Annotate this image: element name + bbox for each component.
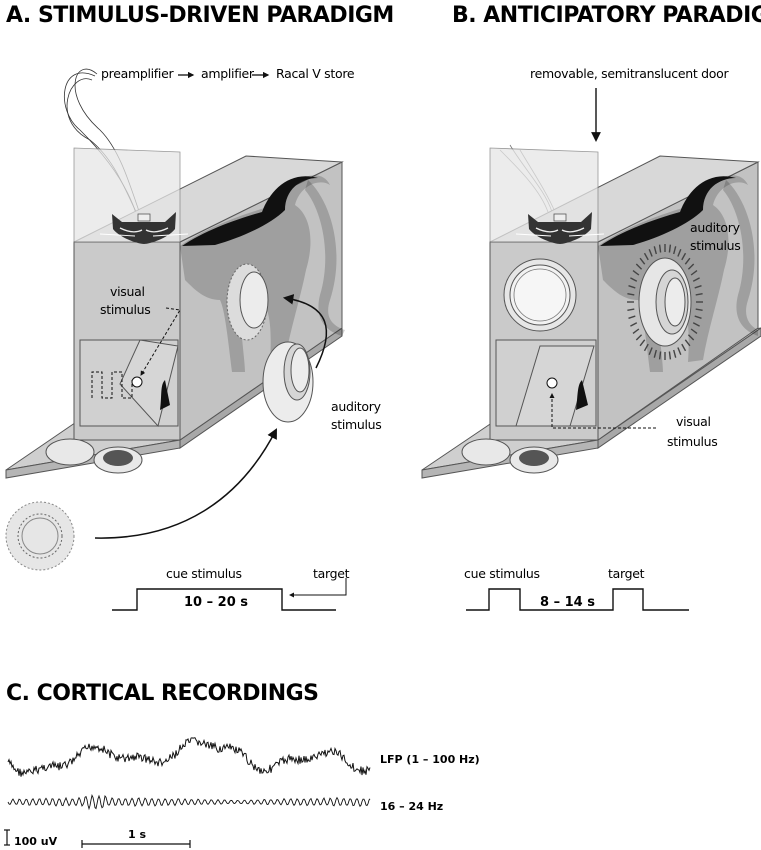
amplifier-label: amplifier: [201, 66, 255, 81]
amplitude-scale-label: 100 uV: [14, 835, 58, 848]
visual-stimulus-light-b: [546, 377, 558, 389]
lfp-label: LFP (1 – 100 Hz): [380, 753, 480, 766]
cue-label-b: cue stimulus: [464, 566, 540, 581]
visual-scan-path-a: [91, 371, 133, 399]
time-scale-label: 1 s: [128, 828, 146, 841]
cat-head-a: [99, 212, 189, 244]
speaker-side-b: [627, 244, 703, 360]
target-arrow-a: [289, 578, 347, 598]
panel-a-title: A. STIMULUS-DRIVEN PARADIGM: [6, 3, 394, 28]
speaker-on-box-a: [226, 263, 269, 341]
auditory-label-a-2: stimulus: [331, 417, 382, 432]
door-label-b: removable, semitranslucent door: [530, 66, 729, 81]
racal-label: Racal V store: [276, 66, 355, 81]
cat-head-b: [515, 212, 605, 244]
visual-label-a-1: visual: [110, 284, 145, 299]
auditory-arrow-a: [282, 294, 328, 369]
visual-label-b-2: stimulus: [667, 434, 718, 449]
auditory-label-b-1: auditory: [690, 220, 741, 235]
panel-b-title: B. ANTICIPATORY PARADIGM: [452, 3, 761, 28]
amplitude-scale-bar: [4, 829, 10, 846]
duration-a: 10 – 20 s: [184, 595, 248, 610]
duration-b: 8 – 14 s: [540, 595, 595, 610]
beta-trace: [7, 794, 371, 811]
speaker-front-b: [503, 258, 577, 332]
target-label-b: target: [608, 566, 645, 581]
speaker-move-arrow-a: [94, 428, 277, 539]
speaker-external-a: [262, 341, 314, 423]
speaker-source-a: [5, 501, 75, 571]
beta-label: 16 – 24 Hz: [380, 800, 443, 813]
visual-stimulus-light-a: [131, 376, 143, 388]
cue-label-a: cue stimulus: [166, 566, 242, 581]
visual-arrow-b: [549, 393, 656, 429]
preamplifier-label: preamplifier: [101, 66, 174, 81]
target-label-a: target: [313, 566, 350, 581]
lfp-trace: [7, 737, 371, 777]
timing-diagram-b: cue stimulus target 8 – 14 s: [464, 566, 689, 611]
auditory-label-b-2: stimulus: [690, 238, 741, 253]
chamber-a: [5, 147, 345, 479]
panel-c-title: C. CORTICAL RECORDINGS: [6, 681, 319, 706]
auditory-label-a-1: auditory: [331, 399, 382, 414]
timing-diagram-a: cue stimulus target 10 – 20 s: [112, 566, 350, 611]
time-scale-bar: [81, 840, 191, 848]
visual-label-b-1: visual: [676, 414, 711, 429]
visual-label-a-2: stimulus: [100, 302, 151, 317]
